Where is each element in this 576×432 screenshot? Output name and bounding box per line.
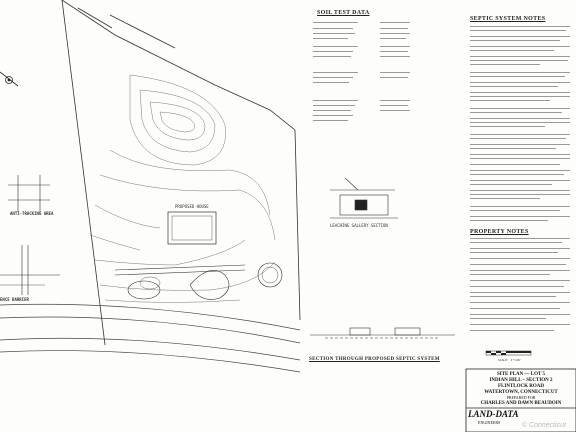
leaching-gallery-label: LEACHING GALLERY SECTION [330, 223, 388, 228]
title-line-subdivision: INDIAN HILL – SECTION 2 [489, 378, 553, 383]
north-arrow-icon [0, 71, 19, 87]
title-line-site-plan: SITE PLAN — LOT 5 [497, 372, 545, 377]
septic-notes-header: SEPTIC SYSTEM NOTES [470, 16, 546, 22]
title-line-town: WATERTOWN, CONNECTICUT [484, 390, 558, 395]
anti-tracking-detail [8, 175, 50, 212]
fence-barrier-detail [0, 245, 60, 295]
graphic-scale-bar [485, 350, 532, 356]
scale-label: SCALE: 1"=40' [498, 358, 522, 362]
property-notes-header: PROPERTY NOTES [470, 229, 529, 235]
firm-logo: LAND-DATA [468, 409, 519, 419]
firm-logo-sub: ENGINEERS [478, 420, 501, 425]
anti-tracking-label: ANTI-TRACKING AREA [10, 211, 54, 216]
leaching-gallery-detail [330, 177, 398, 219]
septic-area [114, 262, 283, 300]
proposed-house-outline [167, 211, 217, 245]
fence-barrier-label: ENCE BARRIER [0, 297, 29, 302]
property-boundary [61, 0, 301, 346]
section-header: SECTION THROUGH PROPOSED SEPTIC SYSTEM [309, 357, 440, 362]
contour-lines [89, 74, 276, 303]
title-line-prepared-for: PREPARED FOR [506, 395, 536, 400]
road-edge-lines [0, 303, 301, 373]
title-block-border [465, 368, 576, 432]
soil-test-header: SOIL TEST DATA [317, 10, 370, 16]
proposed-house-label: PROPOSED HOUSE [175, 204, 209, 209]
title-line-road: FLINTLOCK ROAD [498, 384, 544, 389]
watermark: © Connecticut [521, 422, 567, 429]
septic-section-detail [310, 327, 455, 339]
title-line-client: CHARLES AND DAWN BEAUDOIN [480, 401, 562, 406]
